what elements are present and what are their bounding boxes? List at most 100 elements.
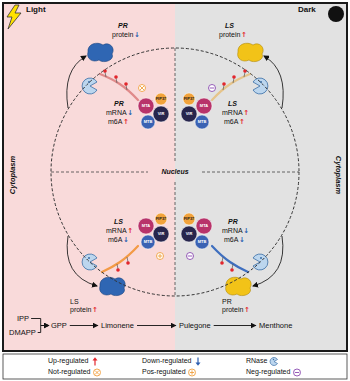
legend-text: Pos-regulated [142, 368, 186, 376]
legend-sample [92, 368, 102, 377]
rnase-body [253, 78, 268, 94]
molecule-label: protein [219, 31, 240, 39]
legend-text: Down-regulated [142, 357, 191, 365]
lightning-icon [7, 5, 21, 29]
legend-text: Not-regulated [48, 368, 90, 376]
subunit-vir [153, 226, 169, 242]
metabolite: Menthone [258, 320, 293, 331]
metabolite-name: Menthone [258, 320, 293, 331]
subunit-label: MTB [144, 240, 153, 244]
subunit-fip37 [183, 213, 195, 225]
nucleus: Nucleus [50, 47, 300, 297]
gene-name: LS [114, 218, 123, 226]
molecule-label: m6A [224, 236, 238, 244]
subunit-label: FIP37 [184, 217, 195, 221]
subunit-label: MTA [142, 104, 150, 108]
nucleus-divider [202, 172, 299, 173]
nucleus-divider [175, 48, 176, 162]
mrna-strand [100, 74, 138, 100]
subunit-vir [153, 106, 169, 122]
symbol-mark [190, 370, 194, 374]
regulation-arrow: ↑ [244, 306, 250, 314]
nucleus-divider [51, 172, 148, 173]
protein-blob [238, 43, 264, 61]
subunit-mta [196, 98, 212, 114]
subunit-label: FIP37 [156, 97, 167, 101]
symbol-ring [93, 369, 100, 376]
down-arrow-sample [197, 357, 198, 363]
symbol-ring [157, 253, 164, 260]
molecule-label: m6A [108, 236, 122, 244]
symbol-ring [189, 369, 196, 376]
rnase-eye [260, 257, 262, 259]
gene-name: PR [228, 218, 238, 226]
subunit-label: FIP37 [156, 217, 167, 221]
reaction-arrow [31, 319, 49, 326]
translation-arrow [67, 56, 86, 108]
molecule-label: protein [112, 31, 133, 39]
symbol-ring [139, 85, 146, 92]
symbol-mark [95, 370, 99, 374]
mrna-strand [212, 74, 250, 100]
rnase-eye [88, 257, 90, 259]
subunit-mtb [195, 235, 209, 249]
rnase-eye [273, 358, 274, 359]
metabolite: Pulegone [178, 320, 212, 331]
subunit-label: MTB [198, 240, 207, 244]
mrna-strand [102, 246, 138, 272]
symbol-mark [295, 372, 299, 373]
symbol-plus [158, 254, 162, 258]
molecule-label: mRNA [222, 109, 243, 117]
protein-blob [100, 277, 126, 295]
m6a-mark [220, 261, 224, 265]
light-ground [3, 3, 175, 351]
dark-icon [328, 6, 344, 22]
molecule-label: mRNA [222, 227, 243, 235]
regulation-arrow: ↑ [123, 118, 129, 126]
legend-box [3, 354, 347, 379]
gene-name: LS [228, 100, 237, 108]
nucleus-divider [175, 182, 176, 296]
symbol-ring [187, 253, 194, 260]
up-arrow-head [92, 357, 97, 360]
gene-name: PR [118, 22, 128, 30]
m6a-mark [232, 75, 236, 79]
subunit-label: VIR [158, 112, 165, 116]
regulation-arrow: ↓ [239, 236, 245, 244]
rnase-icon [82, 78, 97, 94]
metabolite: DMAPP [8, 327, 37, 338]
m6a-mark [222, 82, 226, 86]
subunit-vir [181, 226, 197, 242]
regulation-arrow: ↓ [123, 236, 129, 244]
symbol-minus [188, 256, 192, 257]
not-regulated-symbol [139, 85, 146, 92]
regulation-arrow: ↓ [127, 109, 133, 117]
m6a-mark [116, 268, 120, 272]
legend-text: RNase [246, 357, 267, 365]
translation-arrow [264, 56, 283, 108]
enzyme-label: PR protein [222, 298, 243, 314]
light-panel: LightCytoplasm [3, 3, 175, 351]
metabolite: IPP [16, 313, 30, 324]
metabolite-name: Pulegone [178, 320, 212, 331]
molecule-label: mRNA [106, 227, 127, 235]
translation-arrow [67, 236, 97, 286]
metabolite-name: IPP [16, 313, 30, 324]
molecule-label: m6A [108, 118, 122, 126]
subunit-fip37 [155, 93, 167, 105]
rnase-sample [270, 357, 277, 365]
legend-text: Neg-regulated [246, 368, 290, 376]
rnase-icon [253, 78, 268, 94]
subunit-fip37 [183, 93, 195, 105]
translation-arrow [253, 236, 283, 286]
compartment-label: Cytoplasm [8, 156, 17, 194]
reaction-arrow [38, 326, 49, 333]
regulation-arrow: ↓ [134, 31, 140, 39]
metabolite: GPP [50, 320, 68, 331]
subunit-mtb [195, 115, 209, 129]
legend-sample [187, 368, 197, 377]
molecule-label: m6A [224, 118, 238, 126]
subunit-label: FIP37 [184, 97, 195, 101]
